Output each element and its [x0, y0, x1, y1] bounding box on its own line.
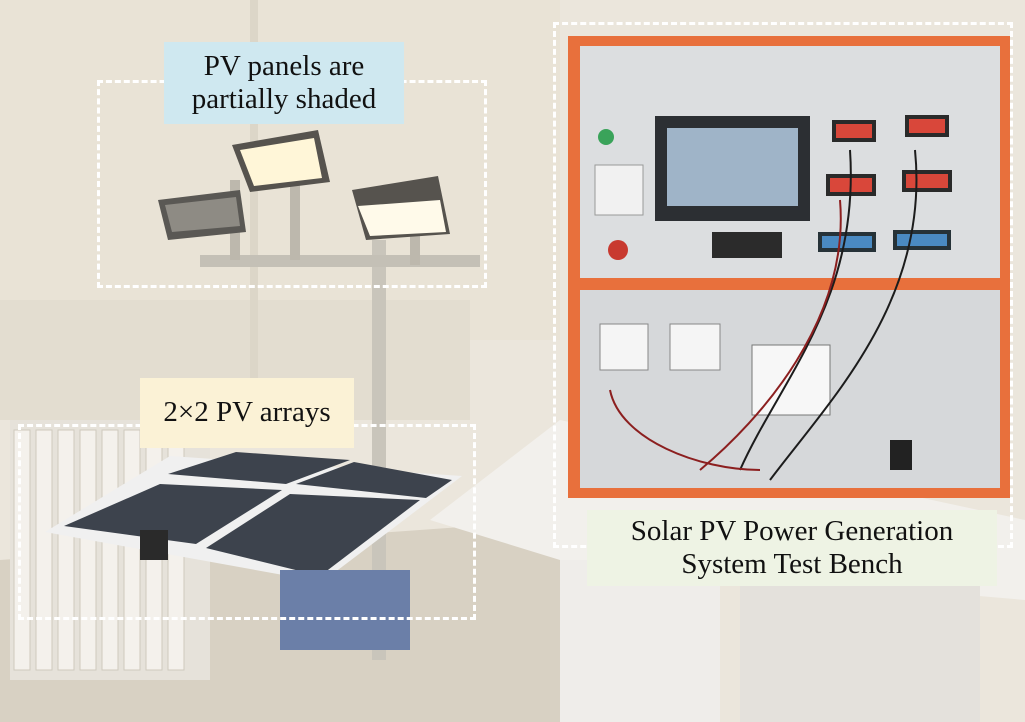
pv-array	[45, 452, 462, 650]
bench-label-line-2: System Test Bench	[681, 548, 903, 580]
lamp-center	[232, 130, 330, 192]
bench-label: Solar PV Power Generation System Test Be…	[587, 510, 997, 586]
arrays-label: 2×2 PV arrays	[140, 378, 354, 448]
test-bench-panel	[568, 36, 1010, 498]
lamp-right	[352, 176, 450, 240]
arrays-label-line-1: 2×2 PV arrays	[163, 396, 331, 429]
array-support	[280, 570, 410, 650]
bench-highlight-box	[553, 22, 1013, 548]
lamp-left	[158, 190, 246, 240]
bench-label-line-1: Solar PV Power Generation	[630, 514, 954, 547]
light-stand	[200, 170, 480, 660]
light-sensor	[140, 530, 168, 560]
lights-label: PV panels are partially shaded	[164, 42, 404, 124]
lights-label-line-2: partially shaded	[191, 83, 377, 115]
wall-corner	[250, 0, 258, 420]
cabinet-door	[740, 580, 980, 722]
table-cabinet	[560, 560, 720, 722]
arrays-highlight-box	[18, 424, 476, 620]
lights-label-line-1: PV panels are	[203, 49, 365, 82]
